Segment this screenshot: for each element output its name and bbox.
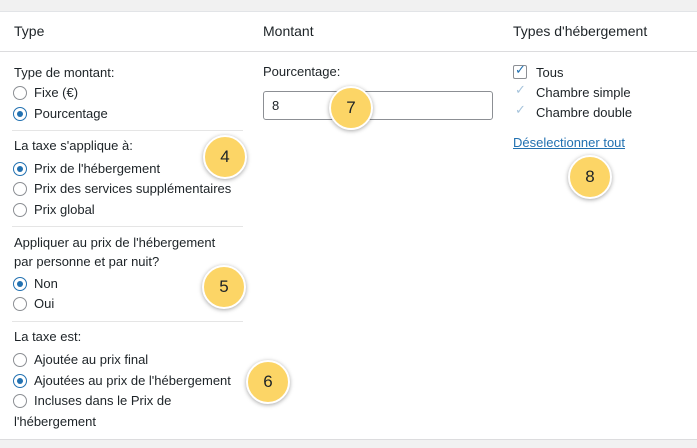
radio-global-price-label[interactable]: Prix global — [34, 202, 95, 217]
tax-applies-label: La taxe s'applique à: — [14, 138, 133, 153]
radio-included-label-line1[interactable]: Incluses dans le Prix de — [34, 393, 172, 408]
per-person-label-line1: Appliquer au prix de l'hébergement — [14, 235, 216, 250]
checkbox-double-room[interactable]: ✓ — [513, 102, 527, 119]
radio-percentage[interactable] — [13, 107, 27, 121]
checkmark-icon: ✓ — [515, 82, 526, 97]
radio-percentage-label[interactable]: Pourcentage — [34, 106, 108, 121]
checkbox-single-room-label[interactable]: Chambre simple — [536, 85, 631, 100]
checkbox-single-room[interactable]: ✓ — [513, 82, 527, 99]
percentage-label: Pourcentage: — [263, 64, 341, 79]
column-header-accommodation-types: Types d'hébergement — [513, 23, 648, 39]
radio-no-label[interactable]: Non — [34, 276, 58, 291]
radio-added-final[interactable] — [13, 353, 27, 367]
per-person-label-line2: par personne et par nuit? — [14, 254, 160, 269]
section-divider — [12, 321, 243, 322]
tax-settings-panel: Type Montant Types d'hébergement Type de… — [0, 11, 697, 440]
radio-added-final-label[interactable]: Ajoutée au prix final — [34, 352, 149, 367]
radio-global-price[interactable] — [13, 203, 27, 217]
radio-accommodation-price-label[interactable]: Prix de l'hébergement — [34, 161, 161, 176]
tax-is-label: La taxe est: — [14, 329, 82, 344]
annotation-badge: 4 — [203, 135, 247, 179]
checkmark-icon: ✓ — [515, 102, 526, 117]
section-divider — [12, 226, 243, 227]
checkmark-icon: ✓ — [515, 62, 526, 77]
radio-services-price[interactable] — [13, 182, 27, 196]
radio-services-price-label[interactable]: Prix des services supplémentaires — [34, 181, 232, 196]
annotation-badge: 5 — [202, 265, 246, 309]
radio-added-accommodation-label[interactable]: Ajoutées au prix de l'hébergement — [34, 373, 231, 388]
radio-yes-label[interactable]: Oui — [34, 296, 55, 311]
radio-no[interactable] — [13, 277, 27, 291]
checkbox-double-room-label[interactable]: Chambre double — [536, 105, 633, 120]
radio-included[interactable] — [13, 394, 27, 408]
header-divider — [0, 51, 697, 52]
percentage-input[interactable] — [263, 91, 493, 120]
radio-accommodation-price[interactable] — [13, 162, 27, 176]
column-header-type: Type — [14, 23, 45, 39]
column-header-amount: Montant — [263, 23, 314, 39]
radio-added-accommodation[interactable] — [13, 374, 27, 388]
annotation-badge: 7 — [329, 86, 373, 130]
deselect-all-link[interactable]: Déselectionner tout — [513, 135, 626, 150]
checkbox-all-label[interactable]: Tous — [536, 65, 564, 80]
annotation-badge: 8 — [568, 155, 612, 199]
radio-yes[interactable] — [13, 297, 27, 311]
radio-fixed-label[interactable]: Fixe (€) — [34, 85, 79, 100]
amount-type-label: Type de montant: — [14, 65, 115, 80]
checkbox-all[interactable]: ✓ — [513, 62, 527, 79]
section-divider — [12, 130, 243, 131]
annotation-badge: 6 — [246, 360, 290, 404]
radio-included-label-line2[interactable]: l'hébergement — [14, 414, 96, 429]
radio-fixed[interactable] — [13, 86, 27, 100]
